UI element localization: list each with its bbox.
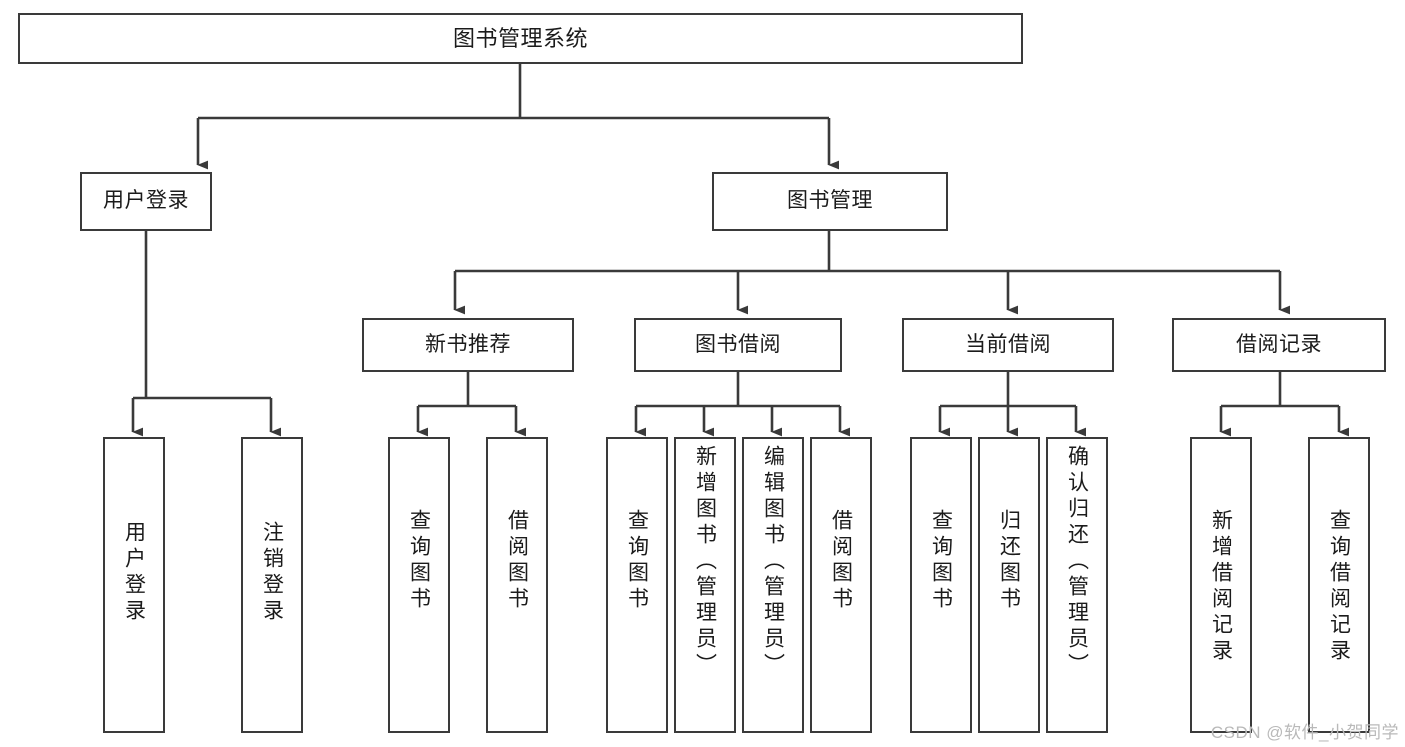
node-label: 编辑图书（管理员） <box>761 445 785 679</box>
leaf-return-book[interactable]: 归还图书 <box>978 437 1040 733</box>
leaf-query-borrow-record[interactable]: 查询借阅记录 <box>1308 437 1370 733</box>
node-label: 确认归还（管理员） <box>1065 445 1089 679</box>
node-label: 当前借阅 <box>965 332 1051 356</box>
node-user-login[interactable]: 用户登录 <box>80 172 212 231</box>
leaf-query-book-borrow[interactable]: 查询图书 <box>606 437 668 733</box>
node-label: 借阅图书 <box>829 509 853 613</box>
leaf-edit-book-admin[interactable]: 编辑图书（管理员） <box>742 437 804 733</box>
node-borrow-record[interactable]: 借阅记录 <box>1172 318 1386 372</box>
node-book-management[interactable]: 图书管理 <box>712 172 948 231</box>
node-label: 用户登录 <box>122 521 146 625</box>
node-root-system[interactable]: 图书管理系统 <box>18 13 1023 64</box>
node-label: 新书推荐 <box>425 332 511 356</box>
leaf-borrow-book[interactable]: 借阅图书 <box>810 437 872 733</box>
node-label: 图书管理系统 <box>452 25 588 51</box>
node-label: 查询图书 <box>625 509 649 613</box>
node-label: 借阅图书 <box>505 509 529 613</box>
node-label: 查询图书 <box>929 509 953 613</box>
leaf-borrow-book-recommend[interactable]: 借阅图书 <box>486 437 548 733</box>
leaf-query-book-current[interactable]: 查询图书 <box>910 437 972 733</box>
leaf-confirm-return-admin[interactable]: 确认归还（管理员） <box>1046 437 1108 733</box>
leaf-query-book-recommend[interactable]: 查询图书 <box>388 437 450 733</box>
node-label: 图书管理 <box>787 189 873 213</box>
leaf-user-logout[interactable]: 注销登录 <box>241 437 303 733</box>
node-label: 新增借阅记录 <box>1209 509 1233 665</box>
node-label: 查询借阅记录 <box>1327 509 1351 665</box>
node-label: 注销登录 <box>260 521 284 625</box>
watermark-text: CSDN @软件_小贺同学 <box>1210 723 1399 742</box>
node-label: 归还图书 <box>997 509 1021 613</box>
node-label: 查询图书 <box>407 509 431 613</box>
node-label: 图书借阅 <box>695 332 781 356</box>
node-new-book-recommend[interactable]: 新书推荐 <box>362 318 574 372</box>
node-label: 用户登录 <box>103 189 189 213</box>
leaf-add-book-admin[interactable]: 新增图书（管理员） <box>674 437 736 733</box>
node-label: 借阅记录 <box>1236 332 1322 356</box>
leaf-user-login[interactable]: 用户登录 <box>103 437 165 733</box>
node-current-borrow[interactable]: 当前借阅 <box>902 318 1114 372</box>
node-label: 新增图书（管理员） <box>693 445 717 679</box>
leaf-add-borrow-record[interactable]: 新增借阅记录 <box>1190 437 1252 733</box>
node-book-borrow[interactable]: 图书借阅 <box>634 318 842 372</box>
